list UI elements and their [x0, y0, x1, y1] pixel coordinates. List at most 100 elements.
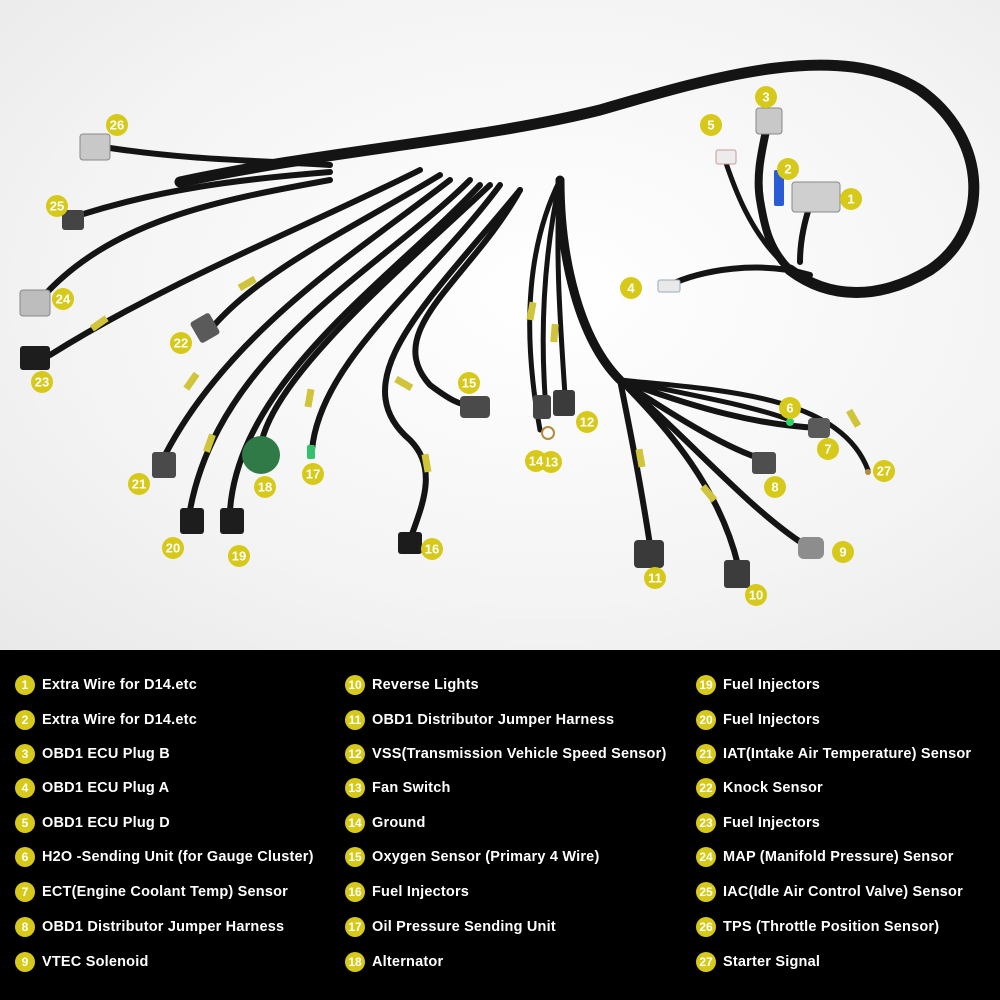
callout-badge-circle	[777, 158, 799, 180]
connector-18	[242, 436, 280, 474]
callout-number: 15	[462, 376, 476, 391]
callout-badge-circle	[421, 538, 443, 560]
connector-2	[774, 170, 784, 206]
callout-number: 8	[771, 480, 778, 495]
legend-label: IAC(Idle Air Control Valve) Sensor	[723, 884, 963, 900]
callout-21: 21	[128, 473, 150, 495]
callout-number: 14	[529, 454, 544, 469]
callout-16: 16	[421, 538, 443, 560]
connector-22	[190, 313, 220, 343]
callout-number: 5	[707, 118, 714, 133]
callout-number: 26	[110, 118, 124, 133]
callout-19: 19	[228, 545, 250, 567]
connector-14	[541, 426, 555, 440]
branch-18	[259, 182, 493, 443]
legend-number-badge: 14	[345, 813, 365, 833]
branch-lower-trunk	[555, 175, 625, 385]
callout-badge-circle	[644, 567, 666, 589]
legend-item-27: 27 Starter Signal	[696, 951, 820, 973]
legend-label: IAT(Intake Air Temperature) Sensor	[723, 746, 972, 762]
callout-number: 23	[35, 375, 49, 390]
connector-9	[798, 537, 824, 559]
label-tape	[550, 323, 559, 343]
callout-number: 10	[749, 588, 763, 603]
legend-number-badge: 3	[15, 744, 35, 764]
callout-number: 21	[132, 477, 146, 492]
callout-badge-circle	[52, 288, 74, 310]
legend-number-badge: 6	[15, 847, 35, 867]
callout-number: 9	[839, 545, 846, 560]
legend-number-badge: 23	[696, 813, 716, 833]
callout-10: 10	[745, 584, 767, 606]
callout-badge-circle	[106, 114, 128, 136]
legend-label: Extra Wire for D14.etc	[42, 677, 197, 693]
callout-number: 25	[50, 199, 64, 214]
label-tape	[89, 315, 109, 332]
callout-number: 18	[258, 480, 272, 495]
branch-25	[77, 169, 333, 218]
callout-badge-circle	[576, 411, 598, 433]
connector-8	[752, 452, 776, 474]
connector-24	[19, 289, 51, 317]
callout-23: 23	[31, 371, 53, 393]
legend-item-25: 25 IAC(Idle Air Control Valve) Sensor	[696, 881, 963, 903]
legend-number-badge: 7	[15, 882, 35, 902]
legend-number-badge: 22	[696, 778, 716, 798]
callout-badge-circle	[254, 476, 276, 498]
branch-27	[617, 377, 871, 473]
legend-number-badge: 9	[15, 952, 35, 972]
connectors	[19, 107, 871, 588]
callout-number: 24	[56, 292, 71, 307]
connector-17	[307, 445, 315, 459]
legend-number-badge: 24	[696, 847, 716, 867]
callout-22: 22	[170, 332, 192, 354]
connector-15	[460, 396, 490, 418]
legend-label: OBD1 ECU Plug B	[42, 746, 170, 762]
legend-label: Fuel Injectors	[372, 884, 470, 900]
connector-20	[180, 508, 204, 534]
legend-number-badge: 16	[345, 882, 365, 902]
legend-number-badge: 8	[15, 917, 35, 937]
callout-badge-circle	[46, 195, 68, 217]
ecu-branch	[754, 116, 794, 274]
connector-12	[553, 390, 575, 416]
branch-11	[617, 377, 653, 548]
callout-2: 2	[777, 158, 799, 180]
label-tape	[237, 275, 257, 291]
label-tape	[203, 433, 216, 453]
wire-label-tapes	[89, 275, 862, 503]
legend-label: Alternator	[372, 954, 444, 970]
callout-number: 19	[232, 549, 246, 564]
legend-number-badge: 18	[345, 952, 365, 972]
legend-label: MAP (Manifold Pressure) Sensor	[723, 849, 954, 865]
legend-label: Starter Signal	[723, 954, 821, 970]
legend-number-badge: 27	[696, 952, 716, 972]
callout-27: 27	[873, 460, 895, 482]
callout-badge-circle	[525, 450, 547, 472]
label-tape	[183, 371, 200, 391]
branch-13	[540, 177, 563, 398]
callout-number: 3	[762, 90, 769, 105]
legend-number-badge: 5	[15, 813, 35, 833]
callout-15: 15	[458, 372, 480, 394]
callout-badge-circle	[620, 277, 642, 299]
branch-16	[382, 187, 523, 543]
callout-4: 4	[620, 277, 642, 299]
branch-21	[162, 177, 453, 458]
callout-badge-circle	[764, 476, 786, 498]
branch-17	[309, 182, 503, 453]
branch-15	[412, 187, 523, 408]
connector-1	[791, 181, 841, 213]
connector-10	[724, 560, 750, 588]
callout-badge-circle	[817, 438, 839, 460]
legend-number-badge: 20	[696, 710, 716, 730]
branch-9	[617, 377, 808, 548]
legend-item-18: 18 Alternator	[345, 951, 443, 973]
label-tape	[846, 408, 862, 428]
legend-label: Oxygen Sensor (Primary 4 Wire)	[372, 849, 600, 865]
